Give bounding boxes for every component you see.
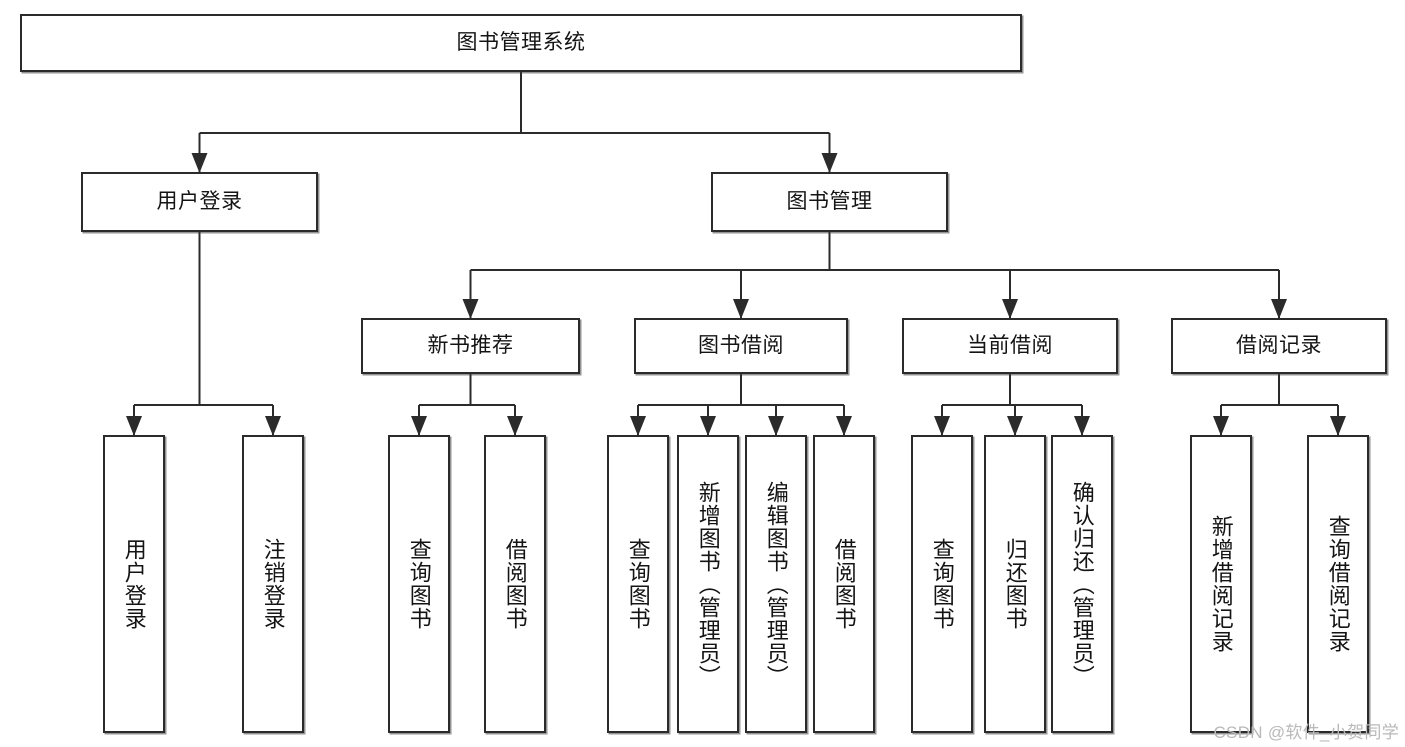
arrowhead-icon bbox=[1074, 416, 1090, 436]
node-l-q1: 查询图书 bbox=[388, 435, 450, 733]
node-newbook: 新书推荐 bbox=[361, 318, 580, 374]
arrowhead-icon bbox=[821, 153, 838, 173]
arrowhead-icon bbox=[1002, 299, 1018, 319]
arrowhead-icon bbox=[630, 416, 646, 436]
node-l-conf: 确认归还（管理员） bbox=[1051, 435, 1113, 733]
node-label: 查询图书 bbox=[929, 538, 955, 630]
node-root: 图书管理系统 bbox=[20, 14, 1022, 72]
arrowhead-icon bbox=[462, 299, 479, 319]
node-label: 确认归还（管理员） bbox=[1069, 480, 1095, 688]
node-label: 借阅记录 bbox=[1236, 333, 1322, 357]
node-label: 用户登录 bbox=[121, 538, 147, 630]
node-label: 新书推荐 bbox=[427, 333, 514, 357]
node-label: 图书借阅 bbox=[698, 333, 784, 357]
node-records: 借阅记录 bbox=[1171, 318, 1387, 374]
node-label: 借阅图书 bbox=[831, 538, 857, 630]
arrowhead-icon bbox=[934, 416, 950, 436]
node-label: 注销登录 bbox=[260, 538, 286, 630]
arrowhead-icon bbox=[733, 299, 749, 319]
node-l-b1: 借阅图书 bbox=[484, 435, 546, 733]
arrowhead-icon bbox=[700, 416, 716, 436]
node-l-b2: 借阅图书 bbox=[813, 435, 875, 733]
node-label: 查询图书 bbox=[625, 538, 651, 630]
arrowhead-icon bbox=[411, 416, 427, 436]
node-l-qrec: 查询借阅记录 bbox=[1307, 435, 1369, 733]
arrowhead-icon bbox=[1213, 416, 1229, 436]
node-l-ret: 归还图书 bbox=[984, 435, 1046, 733]
arrowhead-icon bbox=[1271, 299, 1287, 319]
node-label: 图书管理系统 bbox=[456, 30, 586, 54]
node-label: 新增借阅记录 bbox=[1208, 515, 1234, 653]
node-label: 用户登录 bbox=[156, 189, 243, 213]
arrowhead-icon bbox=[126, 416, 142, 436]
node-label: 图书管理 bbox=[786, 189, 873, 213]
watermark-text: CSDN @软件_小贺同学 bbox=[1213, 723, 1399, 742]
arrowhead-icon bbox=[1007, 416, 1023, 436]
node-l-q3: 查询图书 bbox=[911, 435, 973, 733]
arrowhead-icon bbox=[507, 416, 523, 436]
node-label: 查询图书 bbox=[406, 538, 432, 630]
arrowhead-icon bbox=[768, 416, 784, 436]
node-label: 归还图书 bbox=[1002, 538, 1028, 630]
node-l-add: 新增图书（管理员） bbox=[677, 435, 739, 733]
arrowhead-icon bbox=[265, 416, 281, 436]
node-l-login: 用户登录 bbox=[103, 435, 165, 733]
arrowhead-icon bbox=[836, 416, 852, 436]
node-label: 借阅图书 bbox=[502, 538, 528, 630]
arrowhead-icon bbox=[191, 153, 208, 173]
node-l-logout: 注销登录 bbox=[242, 435, 304, 733]
node-l-addrec: 新增借阅记录 bbox=[1190, 435, 1252, 733]
node-label: 查询借阅记录 bbox=[1325, 515, 1351, 653]
node-bookmgmt: 图书管理 bbox=[711, 172, 948, 232]
node-label: 编辑图书（管理员） bbox=[763, 480, 789, 688]
node-label: 新增图书（管理员） bbox=[695, 480, 721, 688]
node-current: 当前借阅 bbox=[902, 318, 1118, 374]
node-label: 当前借阅 bbox=[967, 333, 1053, 357]
node-l-q2: 查询图书 bbox=[607, 435, 669, 733]
node-l-edit: 编辑图书（管理员） bbox=[745, 435, 807, 733]
node-borrow: 图书借阅 bbox=[634, 318, 848, 374]
node-login: 用户登录 bbox=[81, 172, 318, 232]
arrowhead-icon bbox=[1330, 416, 1346, 436]
